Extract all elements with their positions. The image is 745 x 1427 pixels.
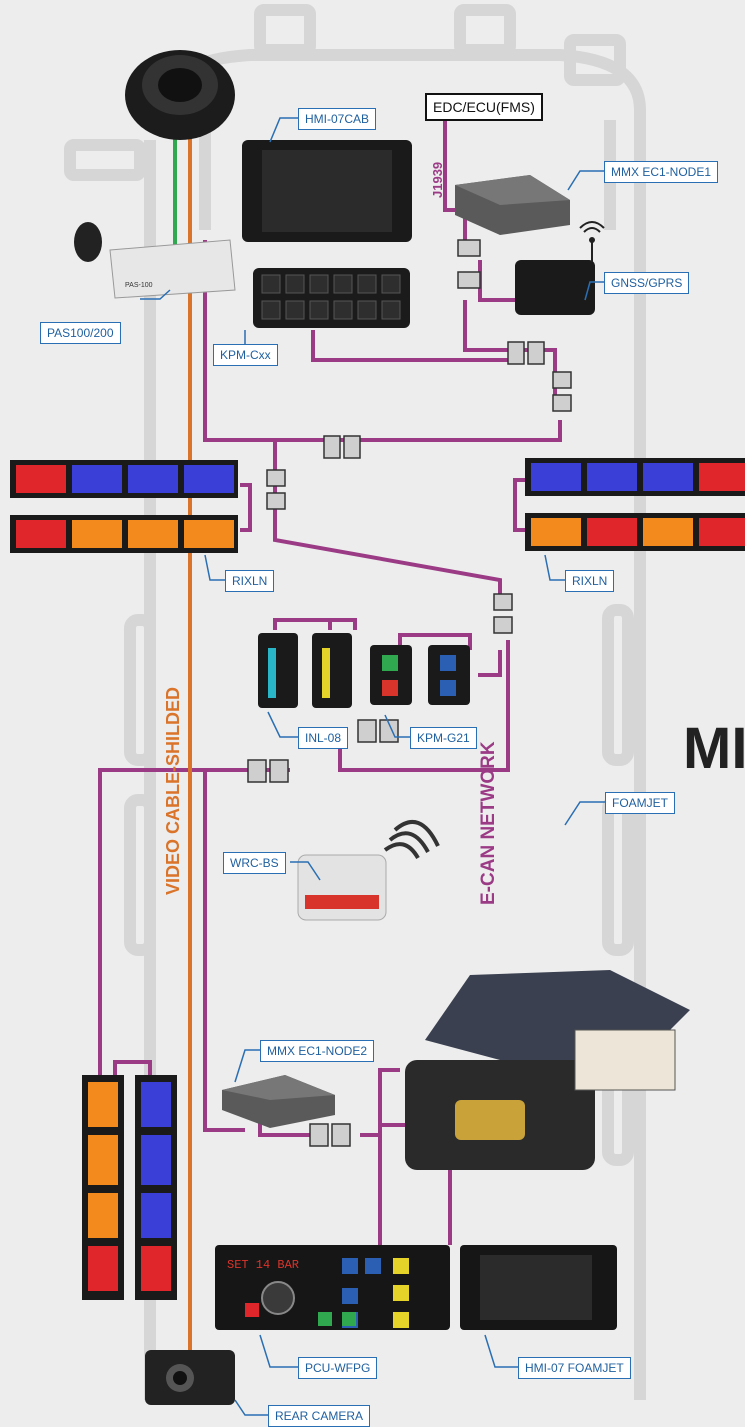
mmx-node2-label: MMX EC1-NODE2 <box>260 1040 374 1062</box>
speaker-device <box>125 50 235 140</box>
video-cable-label: VIDEO CABLE-SHILDED <box>163 687 184 895</box>
rear-camera-device <box>145 1350 235 1405</box>
rixln-right-label: RIXLN <box>565 570 614 592</box>
gnss-device <box>515 222 604 315</box>
watermark-text: MI <box>683 715 745 782</box>
mmx-node1-label: MMX EC1-NODE1 <box>604 161 718 183</box>
edc-ecu-label: EDC/ECU(FMS) <box>425 93 543 121</box>
pas100-200-label: PAS100/200 <box>40 322 121 344</box>
gnss-gprs-label: GNSS/GPRS <box>604 272 689 294</box>
pas-model-text: PAS-100 <box>125 282 153 289</box>
pcu-wfpg-device: SET 14 BAR <box>215 1245 450 1330</box>
wrc-bs-device <box>298 822 438 920</box>
hmi-07cab-device <box>242 140 412 242</box>
hmi-07-foamjet-device <box>460 1245 617 1330</box>
pcu-wfpg-label: PCU-WFPG <box>298 1357 377 1379</box>
ecan-network-label: E-CAN NETWORK <box>478 741 500 905</box>
hmi-07cab-label: HMI-07CAB <box>298 108 376 130</box>
mmx-node2-device <box>222 1075 335 1128</box>
inl-08-label: INL-08 <box>298 727 348 749</box>
kpm-cxx-device <box>253 268 410 328</box>
kpm-cxx-label: KPM-Cxx <box>213 344 278 366</box>
inl-kpm-devices <box>258 633 470 708</box>
j1939-label: J1939 <box>430 162 445 198</box>
foamjet-label: FOAMJET <box>605 792 675 814</box>
foamjet-device <box>405 970 690 1170</box>
pcu-display: SET 14 BAR <box>227 1258 299 1272</box>
rixln-left-label: RIXLN <box>225 570 274 592</box>
hmi-07-foamjet-label: HMI-07 FOAMJET <box>518 1357 631 1379</box>
wrc-bs-label: WRC-BS <box>223 852 286 874</box>
kpm-g21-label: KPM-G21 <box>410 727 477 749</box>
vertical-lightbars <box>82 1075 177 1300</box>
mmx-node1-device <box>455 175 570 235</box>
